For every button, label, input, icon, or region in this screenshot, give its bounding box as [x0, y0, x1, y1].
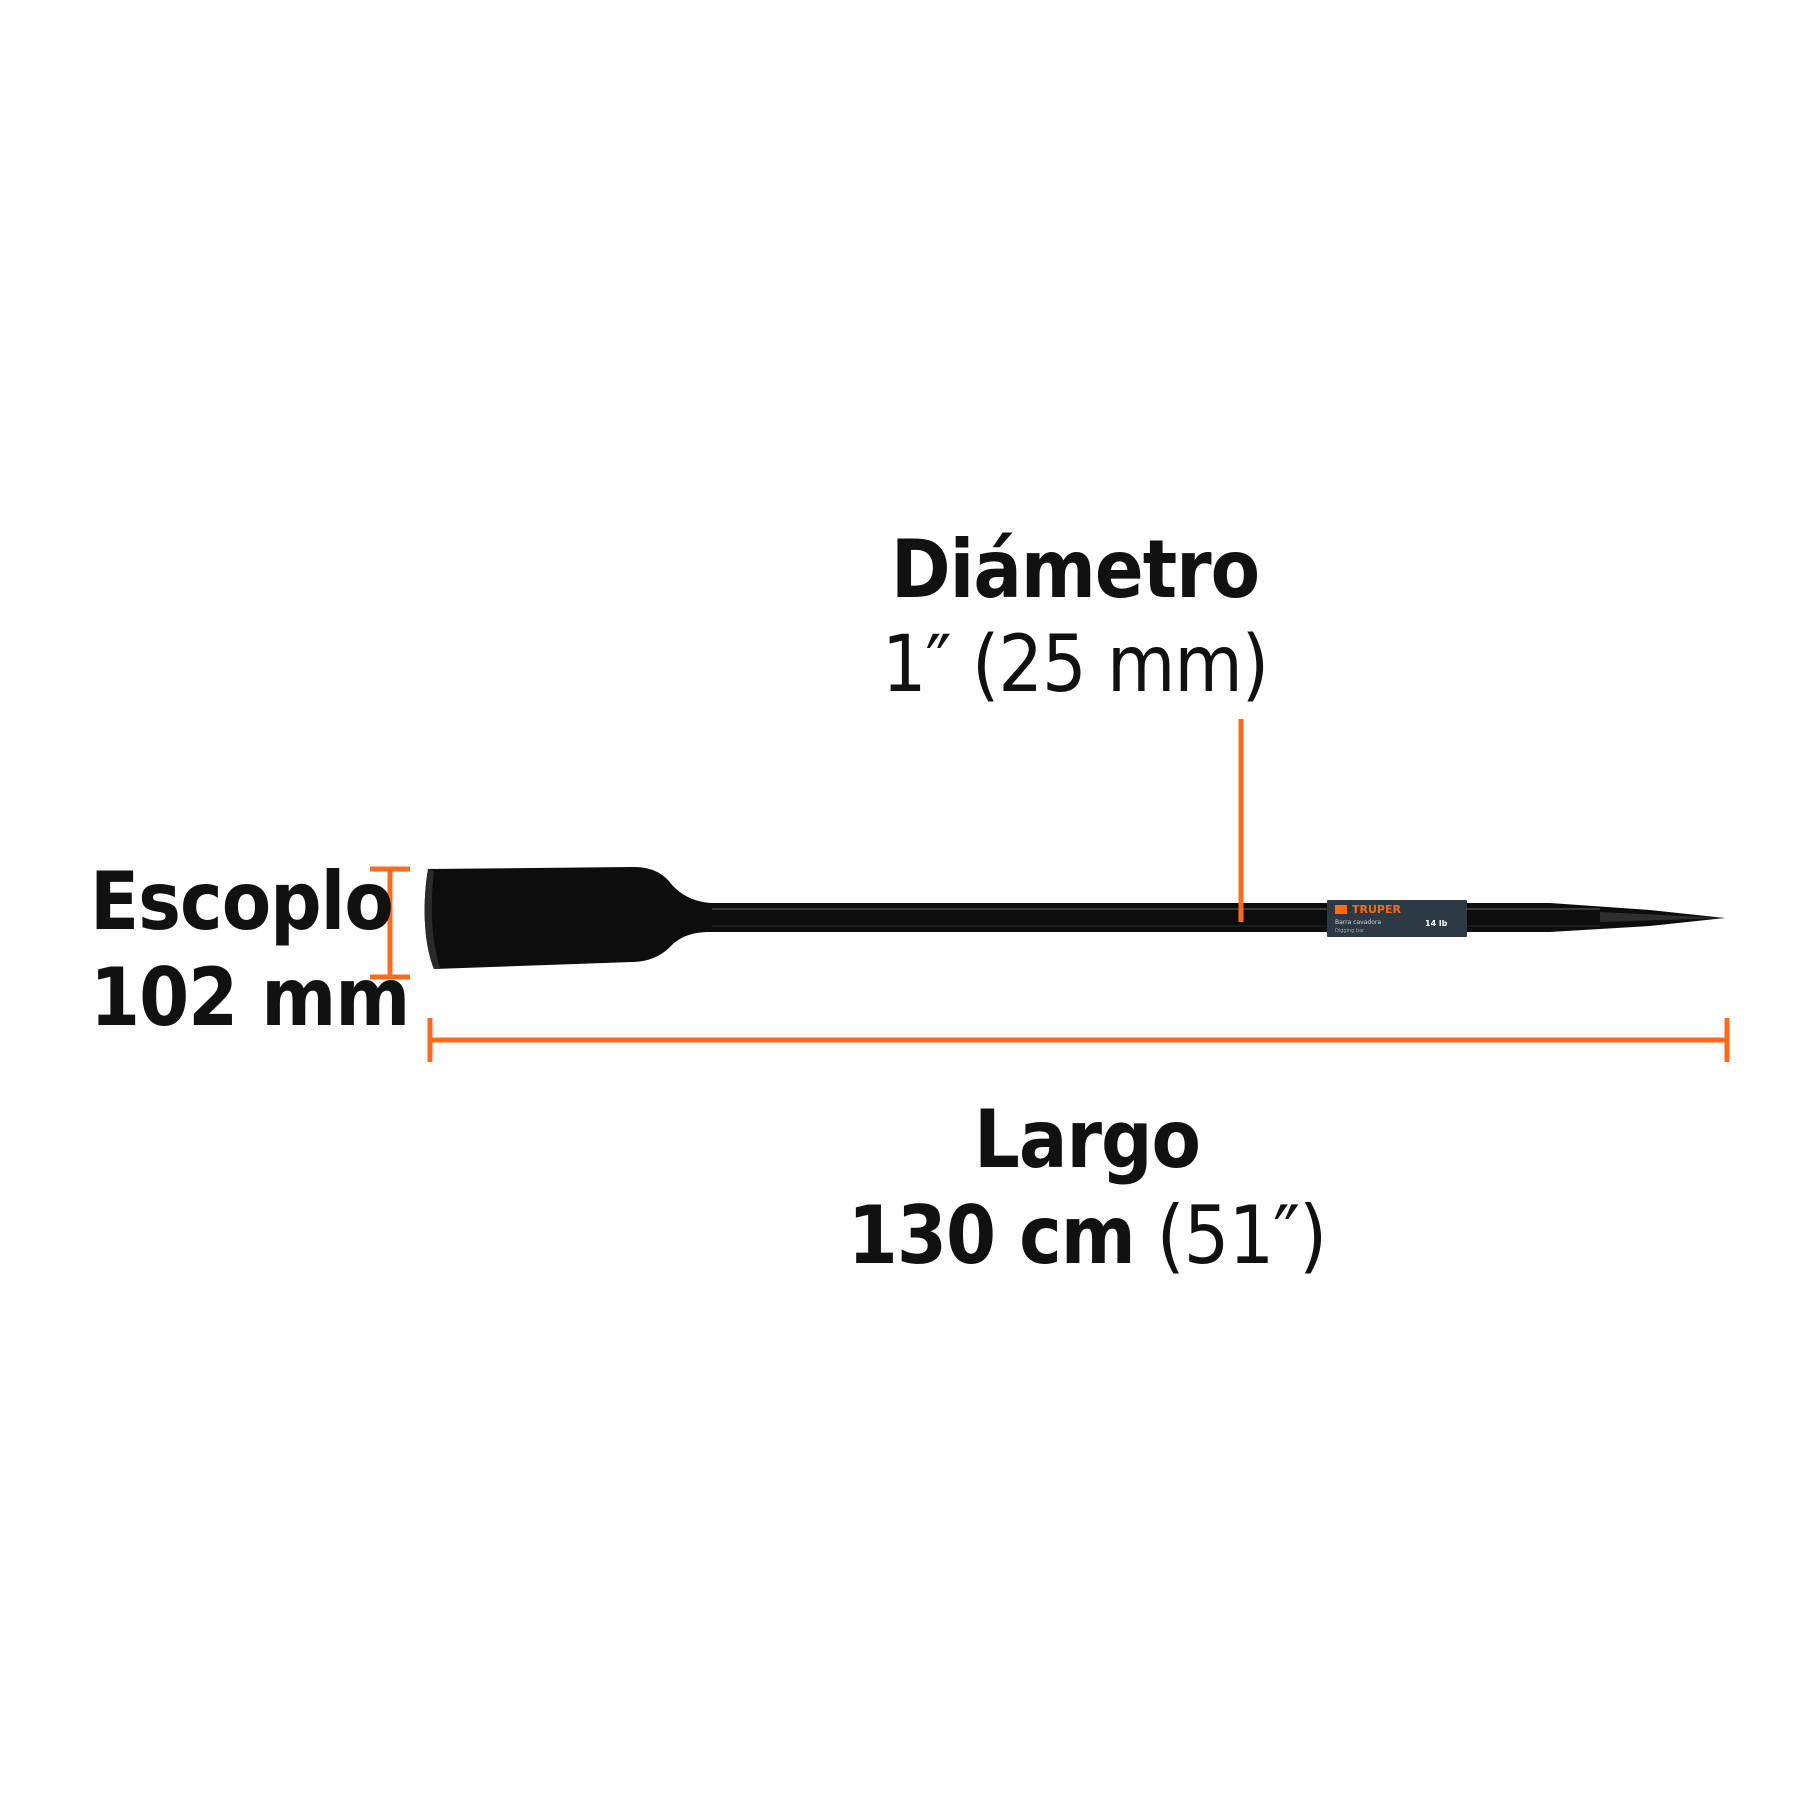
brand-logo: TRUPER: [1352, 903, 1401, 916]
brand-logo-mark: [1335, 905, 1347, 914]
chisel-title: Escoplo: [90, 855, 394, 948]
length-value-imperial: (51″): [1156, 1189, 1328, 1282]
product-name-en: Digging bar: [1335, 928, 1365, 934]
diameter-label: Diámetro 1″ (25 mm): [881, 523, 1269, 710]
length-title: Largo: [974, 1093, 1201, 1186]
digging-bar: TRUPER Barra cavadora Digging bar 14 lb: [424, 867, 1725, 969]
product-weight: 14 lb: [1425, 919, 1448, 928]
tip-facet: [1600, 912, 1725, 922]
length-dimension: [427, 1018, 1730, 1062]
chisel-label: Escoplo 102 mm: [90, 855, 410, 1044]
diameter-value: 1″ (25 mm): [881, 620, 1269, 710]
product-name: Barra cavadora: [1335, 919, 1381, 926]
length-value: 130 cm (51″): [848, 1196, 1327, 1276]
product-label: TRUPER Barra cavadora Digging bar 14 lb: [1327, 900, 1467, 937]
length-label: Largo 130 cm (51″): [848, 1093, 1327, 1276]
length-value-metric: 130 cm: [847, 1189, 1136, 1282]
diameter-title: Diámetro: [890, 523, 1260, 616]
chisel-value: 102 mm: [90, 951, 410, 1044]
label-background: [1327, 900, 1467, 937]
chisel-dimension: [370, 866, 410, 980]
blade-bevel: [424, 869, 440, 969]
chisel-blade: [424, 867, 1725, 969]
